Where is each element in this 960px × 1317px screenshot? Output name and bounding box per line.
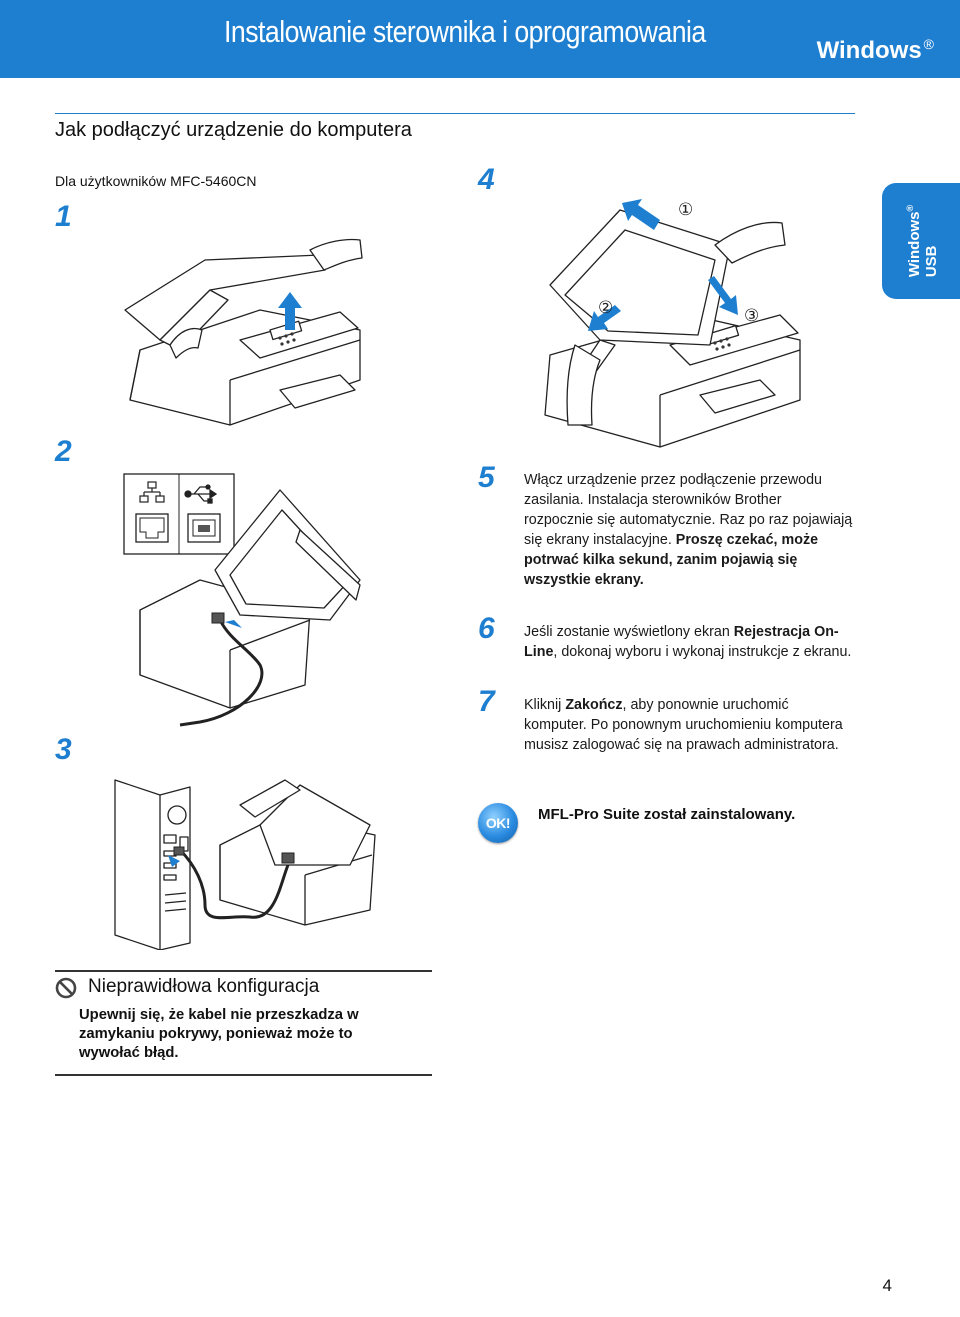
- step-7-text: Kliknij Zakończ, aby ponownie uruchomić …: [524, 695, 854, 755]
- os-label-text: Windows: [816, 37, 922, 64]
- step-7-before: Kliknij: [524, 697, 562, 713]
- page-number: 4: [882, 1276, 892, 1295]
- marker-1: ①: [678, 200, 693, 220]
- side-tab-line2: USB: [923, 245, 940, 278]
- step-number-7: 7: [478, 685, 495, 718]
- step-6-before: Jeśli zostanie wyświetlony ekran: [524, 624, 730, 640]
- step-6-bold: Rejestracja On-Line: [524, 624, 839, 660]
- side-tab-text: Windows® USB: [902, 205, 940, 277]
- step-number-1: 1: [55, 200, 72, 233]
- warning-body: Upewnij się, że kabel nie przeszkadza w …: [79, 1007, 359, 1061]
- warning-top-rule: [55, 970, 432, 972]
- side-tab-registered-mark: ®: [905, 204, 915, 212]
- header-os-label: Windows®: [817, 36, 934, 65]
- step-6-text: Jeśli zostanie wyświetlony ekran Rejestr…: [524, 622, 854, 662]
- marker-2: ②: [598, 298, 613, 318]
- usb-icon: [184, 484, 218, 504]
- figure-connect-usb-computer: [114, 779, 376, 950]
- section-title: Jak podłączyć urządzenie do komputera: [55, 119, 412, 141]
- figure-connect-usb-printer: [123, 473, 361, 727]
- step-number-4: 4: [478, 163, 495, 196]
- step-number-3: 3: [55, 733, 72, 766]
- step-5-plain: Włącz urządzenie przez podłączenie przew…: [524, 472, 853, 548]
- ok-badge-icon: OK!: [478, 803, 518, 843]
- step-number-5: 5: [478, 461, 495, 494]
- warning-title: Nieprawidłowa konfiguracja: [88, 976, 320, 997]
- side-tab: Windows® USB: [882, 183, 960, 299]
- ok-text: MFL-Pro Suite został zainstalowany.: [538, 806, 796, 823]
- figure-lift-scanner-cover: [124, 238, 363, 426]
- side-tab-line1: Windows: [906, 211, 923, 278]
- title-rule: [55, 113, 855, 114]
- warning-bottom-rule: [55, 1074, 432, 1076]
- header-bar: [0, 0, 960, 78]
- step-number-6: 6: [478, 612, 495, 645]
- users-label: Dla użytkowników MFC-5460CN: [55, 173, 257, 189]
- registered-mark: ®: [923, 36, 934, 52]
- marker-3: ③: [744, 306, 759, 326]
- step-7-after: , aby ponownie uruchomić komputer. Po po…: [524, 697, 843, 753]
- step-7-bold: Zakończ: [565, 697, 623, 713]
- lan-port-icon: [135, 513, 169, 543]
- prohibited-icon: [55, 977, 77, 999]
- figure-open-cover-steps: ① ② ③: [544, 199, 801, 448]
- step-number-2: 2: [55, 435, 72, 468]
- step-5-bold: Proszę czekać, może potrwać kilka sekund…: [524, 532, 819, 588]
- header-title: Instalowanie sterownika i oprogramowania: [224, 14, 706, 49]
- network-icon: [139, 481, 165, 503]
- step-5-text: Włącz urządzenie przez podłączenie przew…: [524, 470, 854, 590]
- step-6-after: , dokonaj wyboru i wykonaj instrukcje z …: [553, 644, 852, 660]
